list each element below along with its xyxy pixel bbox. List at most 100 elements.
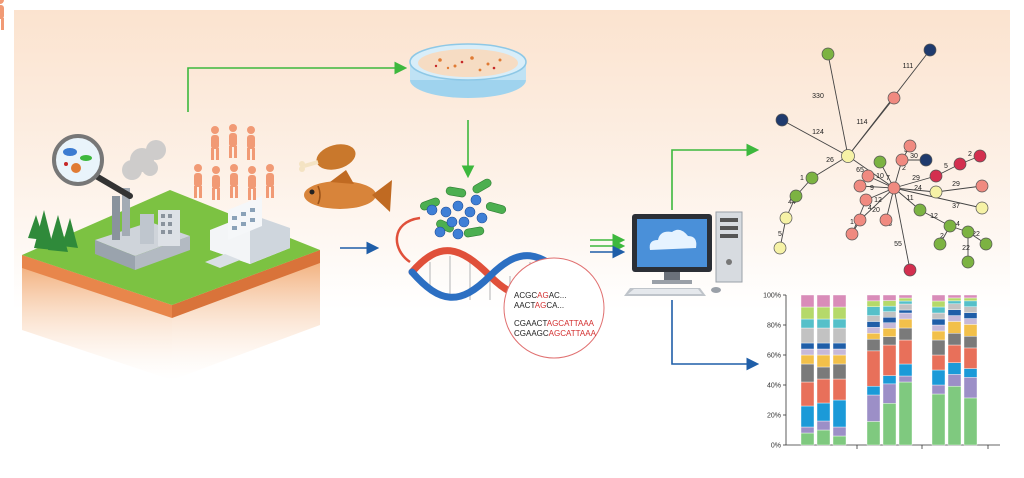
bar-segment — [963, 297, 978, 302]
sequence-segment: CGAAGC — [514, 329, 549, 338]
bar-segment — [947, 344, 962, 363]
network-edge — [893, 187, 911, 271]
bar-segment — [866, 421, 881, 446]
network-node — [879, 213, 893, 227]
bar-segment — [898, 294, 913, 299]
bar-segment — [947, 315, 962, 322]
bar-segment — [816, 402, 831, 422]
magnifier-icon — [52, 134, 133, 199]
edge-label: 111 — [903, 63, 914, 70]
bar-segment — [866, 350, 881, 387]
bar-segment — [963, 397, 978, 446]
bar-segment — [963, 335, 978, 349]
bar-segment — [882, 311, 897, 318]
bar-segment — [882, 375, 897, 385]
edge-label: 4 — [956, 221, 960, 228]
bar-segment — [947, 297, 962, 302]
sequence-segment: AGCATTAAA — [547, 319, 595, 328]
network-edge — [781, 119, 849, 157]
network-edge — [859, 187, 895, 221]
bar-segment — [800, 342, 815, 350]
bar-segment — [866, 306, 881, 316]
y-tick-label: 40% — [767, 383, 781, 390]
edge-label: 11 — [906, 195, 913, 202]
bar-segment — [882, 336, 897, 346]
edge-label: 12 — [930, 213, 938, 220]
people-icon — [0, 0, 274, 200]
bar-segment — [882, 300, 897, 307]
y-tick-label: 80% — [767, 323, 781, 330]
network-node — [845, 227, 859, 241]
sequence-segment: AC... — [549, 291, 567, 300]
bar-segment — [931, 306, 946, 314]
bar-segment — [931, 354, 946, 371]
bar-segment — [898, 300, 913, 305]
sequence-line: CGAACTAGCATTAAA — [514, 319, 595, 328]
edge-label: 330 — [812, 93, 824, 100]
bar-segment — [816, 354, 831, 368]
bar-segment — [963, 377, 978, 399]
bar-segment — [866, 394, 881, 422]
bar-segment — [931, 330, 946, 341]
bar-segment — [947, 385, 962, 446]
bar-segment — [800, 348, 815, 356]
computer-icon — [624, 211, 743, 296]
bar-segment — [816, 318, 831, 329]
bar-segment — [882, 305, 897, 312]
y-tick-label: 60% — [767, 353, 781, 360]
bar-segment — [882, 344, 897, 376]
network-node — [975, 179, 989, 193]
sequence-segment: ACGC — [514, 291, 537, 300]
bar-segment — [898, 375, 913, 383]
bar-segment — [898, 303, 913, 311]
bar-segment — [898, 363, 913, 377]
bar-segment — [800, 318, 815, 329]
network-node — [933, 237, 947, 251]
bar-segment — [832, 363, 847, 380]
bar-segment — [832, 435, 847, 446]
bar-segment — [866, 294, 881, 302]
network-node — [903, 263, 917, 277]
factory-icon — [22, 140, 320, 380]
sequence-line: ACGCAGAC... — [514, 291, 566, 300]
sequence-line: AACTAGCA... — [514, 301, 564, 310]
bar-segment — [832, 306, 847, 320]
bar-segment — [931, 369, 946, 386]
edge-label: 12 — [874, 197, 882, 204]
bar-segment — [866, 315, 881, 322]
network-graph: 3301111241142614456510912201233029522429… — [773, 43, 993, 277]
edge-label: 9 — [870, 185, 874, 192]
edge-label: 5 — [778, 231, 782, 238]
edge-label: 44 — [788, 199, 796, 206]
bar-segment — [800, 405, 815, 428]
network-node — [961, 225, 975, 239]
edge-label: 1 — [850, 219, 854, 226]
bar-segment — [947, 321, 962, 334]
bar-segment — [816, 366, 831, 380]
sequence-segment: CA... — [546, 301, 564, 310]
bar-segment — [898, 312, 913, 320]
network-node — [887, 181, 901, 195]
bar-segment — [931, 393, 946, 446]
edge-label: 29 — [912, 175, 920, 182]
bar-segment — [882, 317, 897, 323]
bar-segment — [931, 384, 946, 395]
bar-segment — [898, 309, 913, 314]
bar-segment — [800, 294, 815, 308]
network-node — [929, 169, 943, 183]
edge-label: 114 — [856, 119, 867, 126]
bar-segment — [832, 342, 847, 350]
sequence-line: CGAAGCAGCATTAAA — [514, 329, 597, 338]
chicken-leg-icon — [299, 144, 356, 172]
bar-segment — [931, 339, 946, 356]
bar-segment — [832, 378, 847, 401]
network-node — [895, 153, 909, 167]
bar-segment — [947, 362, 962, 375]
bar-segment — [800, 327, 815, 344]
bar-segment — [816, 342, 831, 350]
network-node — [779, 211, 793, 225]
bar-segment — [931, 300, 946, 308]
sequence-zoom: ACGCAGAC...AACTAGCA... CGAACTAGCATTAAACGA… — [503, 257, 605, 359]
fish-icon — [304, 170, 392, 212]
bar-segment — [832, 426, 847, 437]
